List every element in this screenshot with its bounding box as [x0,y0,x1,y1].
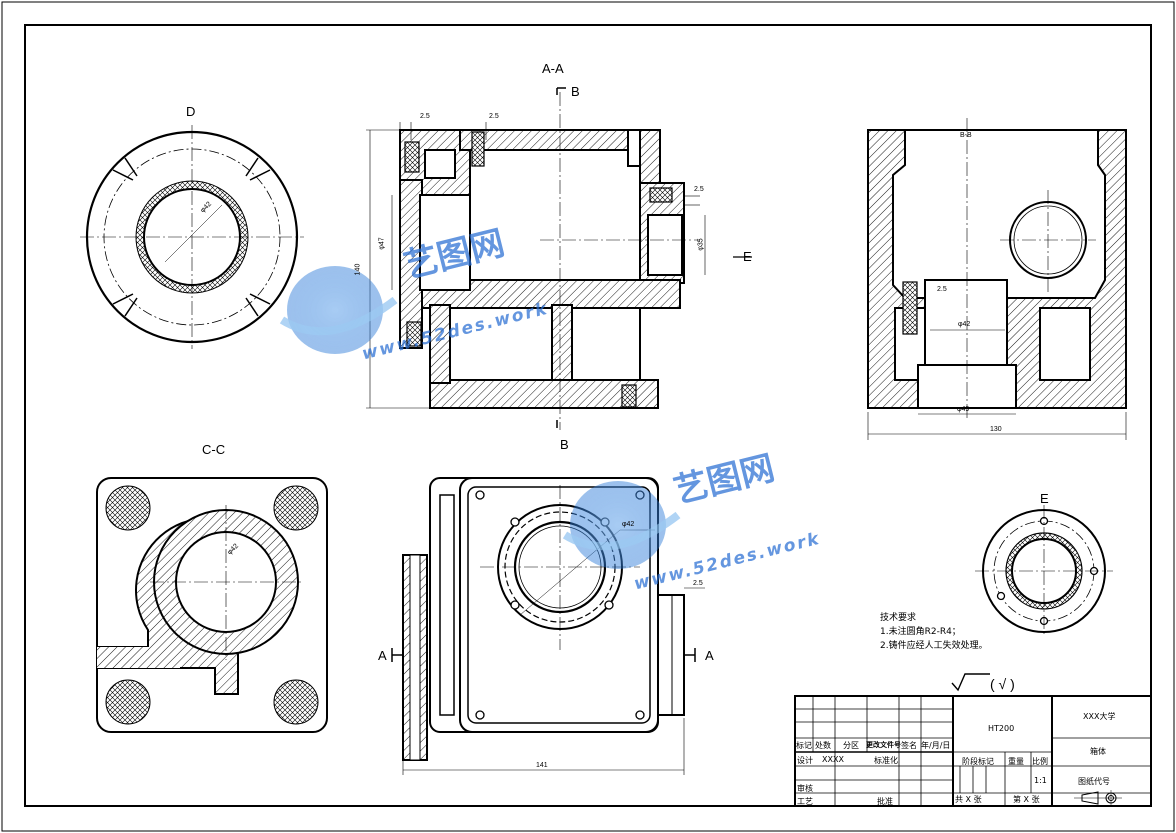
tb-drawing-no: 图纸代号 [1078,777,1110,786]
tb-total-sheets: 共 X 张 [955,795,982,804]
tech-notes-line2: 2.铸件应经人工失效处理。 [880,641,988,651]
dim-141: 141 [536,762,548,769]
roughness-icon [951,673,990,692]
label-cut-b-bottom: B [560,437,569,452]
tb-material: HT200 [988,724,1015,733]
dim-phi-42-front: φ42 [622,521,635,528]
label-cut-a-right: A [705,648,714,663]
dim-2-5-c: 2.5 [694,186,704,193]
view-e [975,505,1113,637]
tb-designer: XXXX [822,755,844,764]
tb-chushu: 处数 [815,741,831,750]
section-cc [96,477,328,733]
tb-qianming: 签名 [901,741,917,750]
dim-2-5-a: 2.5 [420,113,430,120]
watermark-globe-icon [279,266,398,354]
tech-notes-line1: 1.未注圆角R2-R4； [880,627,961,637]
tb-gongyi: 工艺 [797,797,813,806]
tb-biaozhunhua: 标准化 [874,756,898,765]
title-block [794,695,1152,807]
roughness-label: ( √ ) [990,676,1015,692]
tb-sheji: 设计 [797,756,813,765]
tb-gengai: 更改文件号 [866,741,901,749]
dim-phi-35: φ35 [697,238,705,251]
tb-school: XXX大学 [1083,712,1116,721]
projection-symbol-icon [1074,790,1122,806]
tb-shenhe: 审核 [797,784,813,793]
tb-pizhun: 批准 [877,797,893,806]
label-section-cc: C-C [202,442,226,457]
tb-biaoji: 标记 [796,741,812,750]
tb-jieduan: 阶段标记 [962,757,994,766]
tb-fenqu: 分区 [843,741,859,750]
inner-border [24,24,1152,807]
section-aa-centerlines [366,87,752,430]
front-view [391,477,705,775]
dim-phi-49: φ49 [957,406,970,413]
tb-sheet-no: 第 X 张 [1013,795,1040,804]
dim-2-5-e: 2.5 [693,580,703,587]
label-view-d: D [186,104,196,119]
label-view-e: E [1040,491,1049,506]
label-section-aa: A-A [542,61,564,76]
tb-bili: 比例 [1032,757,1048,766]
section-bb [867,129,1127,409]
label-arrow-e: E [743,249,752,264]
dim-140: 140 [354,263,362,276]
label-cut-b-top: B [571,84,580,99]
dim-phi-47: φ47 [378,237,386,250]
section-bb-centerlines [867,118,1127,440]
watermark-globe-icon-2 [562,481,681,569]
view-d [80,125,304,349]
tb-part-name: 箱体 [1090,747,1106,756]
dim-2-5-b: 2.5 [489,113,499,120]
label-cut-a-left: A [378,648,387,663]
section-cc-centerlines [150,505,304,660]
label-section-bb: B-B [960,132,972,139]
tb-date: 年/月/日 [921,741,951,750]
tb-scale: 1:1 [1034,776,1047,785]
dim-phi-42-bb: φ42 [958,321,971,328]
tb-zhongliang: 重量 [1008,757,1024,766]
dim-2-5-d: 2.5 [937,286,947,293]
tech-notes-title: 技术要求 [880,613,917,623]
dim-130: 130 [990,426,1002,433]
